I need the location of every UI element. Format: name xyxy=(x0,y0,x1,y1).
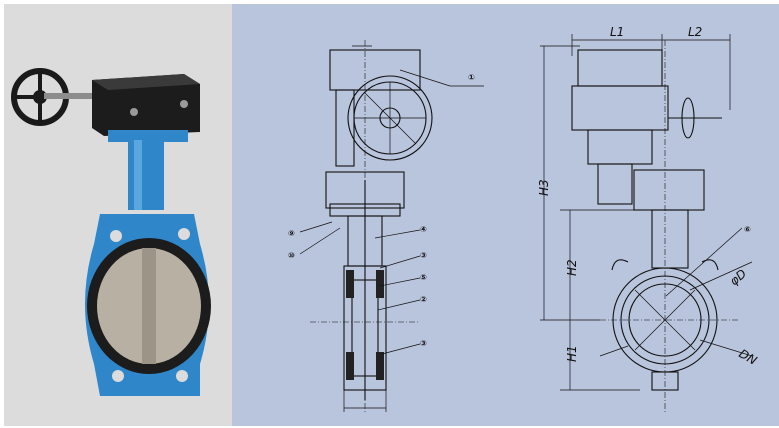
dimension-phi-d: φD xyxy=(727,267,749,289)
valve-neck xyxy=(128,140,164,210)
dimension-h1: H1 xyxy=(565,345,579,362)
dimension-l2: L2 xyxy=(688,25,702,39)
callout-9: ⑨ xyxy=(288,229,295,238)
callout-3-upper: ③ xyxy=(420,251,427,260)
gearbox xyxy=(92,74,200,142)
valve-photo xyxy=(11,68,211,396)
valve-body xyxy=(85,214,211,396)
dimension-h3: H3 xyxy=(537,179,551,196)
front-view: L1 L2 H3 H2 H1 φD DN xyxy=(537,25,759,412)
callout-10: ⑩ xyxy=(288,251,295,260)
handwheel-icon xyxy=(11,68,104,126)
dimension-l1: L1 xyxy=(610,25,624,39)
callout-3-lower: ③ xyxy=(420,339,427,348)
callout-6: ⑥ xyxy=(744,225,751,234)
technical-drawing: ① ⑨ ⑩ ④ ③ ⑤ ② ③ xyxy=(288,25,759,412)
callout-4: ④ xyxy=(420,225,427,234)
callout-2: ② xyxy=(420,295,427,304)
technical-drawing-panel: ① ⑨ ⑩ ④ ③ ⑤ ② ③ xyxy=(232,4,779,426)
callout-1: ① xyxy=(468,73,475,82)
dimension-dn: DN xyxy=(737,346,760,367)
dimension-h2: H2 xyxy=(565,259,579,276)
callout-5: ⑤ xyxy=(420,273,427,282)
side-view: ① ⑨ ⑩ ④ ③ ⑤ ② ③ xyxy=(288,40,484,412)
valve-photo-panel xyxy=(4,4,232,426)
